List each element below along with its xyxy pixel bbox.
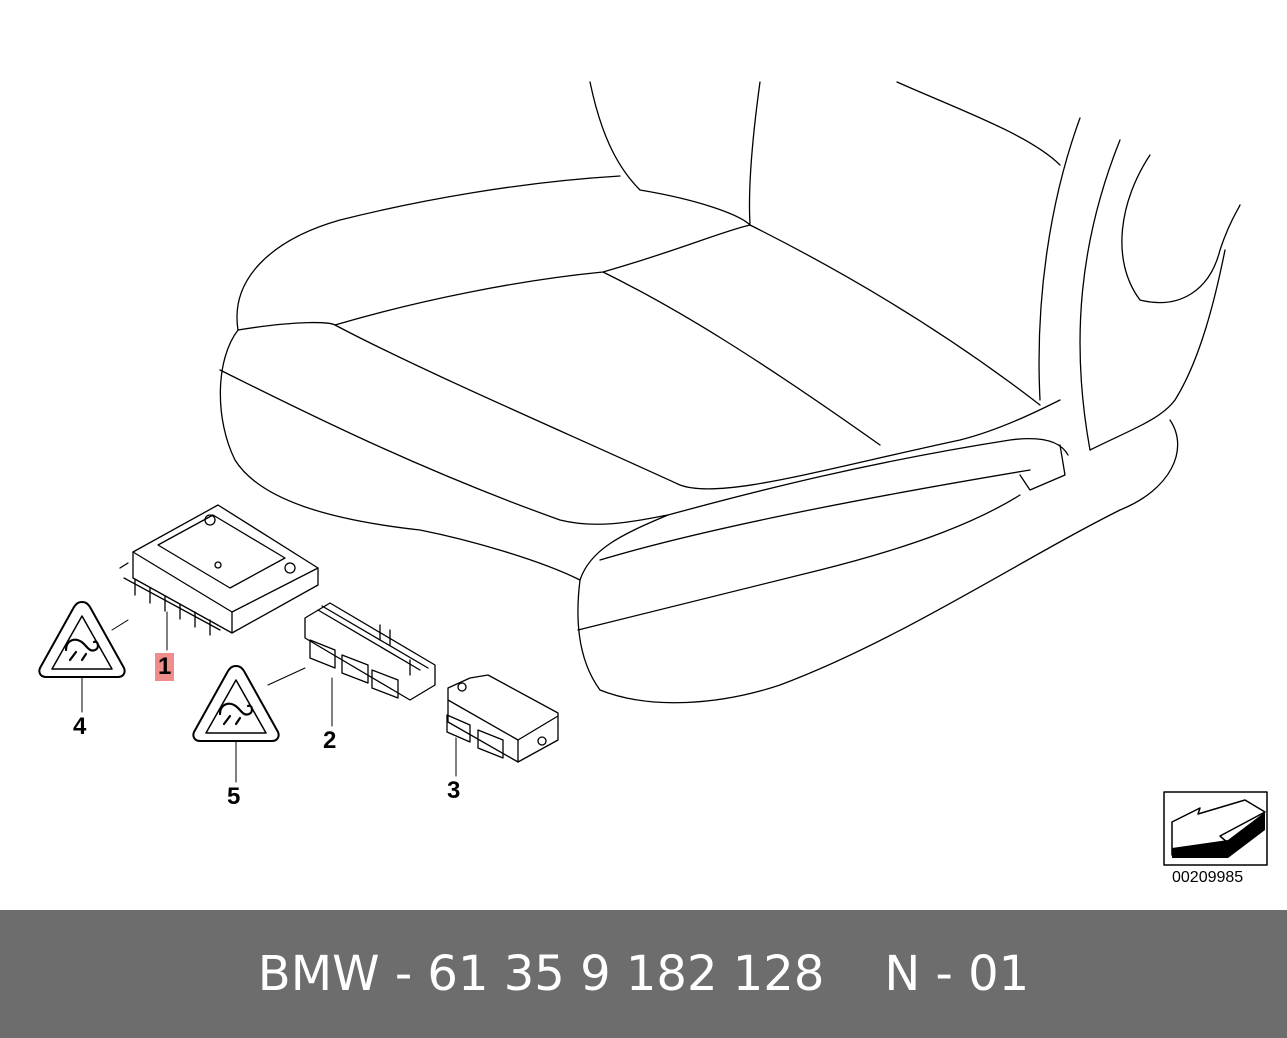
warning-triangle-icon <box>38 601 126 678</box>
leader-lines <box>81 611 457 783</box>
part-3-sensor <box>446 674 559 763</box>
image-code: 00209985 <box>1172 869 1244 886</box>
seat-illustration <box>219 81 1241 704</box>
part-1-control-module <box>119 504 319 636</box>
callout-4: 4 <box>73 713 87 740</box>
callout-3: 3 <box>447 777 461 804</box>
callout-5: 5 <box>227 783 241 810</box>
parts-diagram <box>38 81 1268 866</box>
warning-triangle-icon <box>192 665 280 742</box>
direction-arrow-icon <box>1163 791 1268 866</box>
callout-1: 1 <box>155 653 175 681</box>
part-number: BMW - 61 35 9 182 128 <box>257 946 825 1002</box>
revision-code: N - 01 <box>884 946 1030 1002</box>
part-number-bar: BMW - 61 35 9 182 128 N - 01 <box>0 910 1287 1038</box>
callout-2: 2 <box>323 727 337 754</box>
part-2-connector-module <box>304 602 436 701</box>
